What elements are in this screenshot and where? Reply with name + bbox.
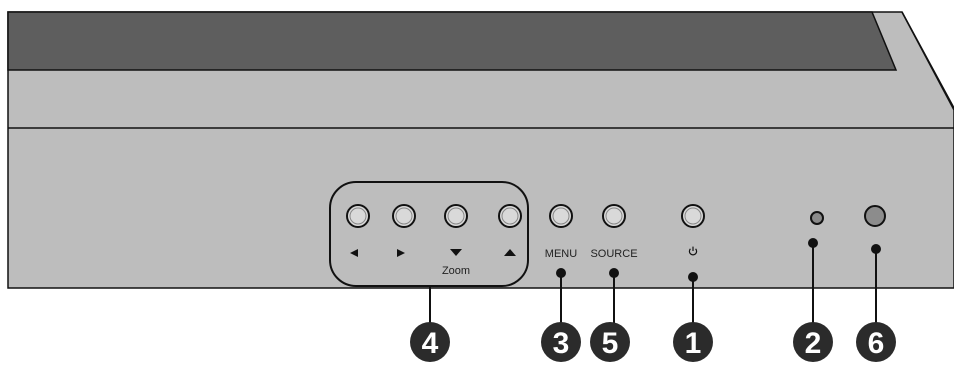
up-arrow-icon (504, 249, 516, 256)
menu-label: MENU (545, 248, 577, 260)
right-button[interactable] (392, 204, 416, 228)
zoom-label: Zoom (442, 265, 470, 277)
power-button[interactable] (681, 204, 705, 228)
callout-5: 5 (590, 322, 630, 362)
left-arrow-icon (350, 249, 358, 257)
callout-3: 3 (541, 322, 581, 362)
svg-text:3: 3 (553, 327, 570, 360)
down-button[interactable] (444, 204, 468, 228)
arrow-button-group-frame (329, 181, 529, 287)
svg-text:1: 1 (685, 327, 702, 360)
source-label: SOURCE (590, 248, 637, 260)
svg-text:2: 2 (805, 327, 822, 360)
power-icon (688, 246, 698, 256)
svg-text:5: 5 (602, 327, 619, 360)
remote-sensor (864, 205, 886, 227)
left-button[interactable] (346, 204, 370, 228)
callout-4: 4 (410, 322, 450, 362)
source-button[interactable] (602, 204, 626, 228)
callout-6: 6 (856, 322, 896, 362)
monitor-screen (7, 11, 898, 71)
up-button[interactable] (498, 204, 522, 228)
callout-1: 1 (673, 322, 713, 362)
leader-dots (556, 238, 881, 282)
leader-lines (429, 243, 877, 330)
right-arrow-icon (397, 249, 405, 257)
svg-text:6: 6 (868, 327, 885, 360)
down-arrow-icon (450, 249, 462, 256)
bezel-edge-line (901, 11, 954, 109)
power-indicator-led (810, 211, 824, 225)
menu-button[interactable] (549, 204, 573, 228)
svg-text:4: 4 (422, 327, 439, 360)
callout-2: 2 (793, 322, 833, 362)
